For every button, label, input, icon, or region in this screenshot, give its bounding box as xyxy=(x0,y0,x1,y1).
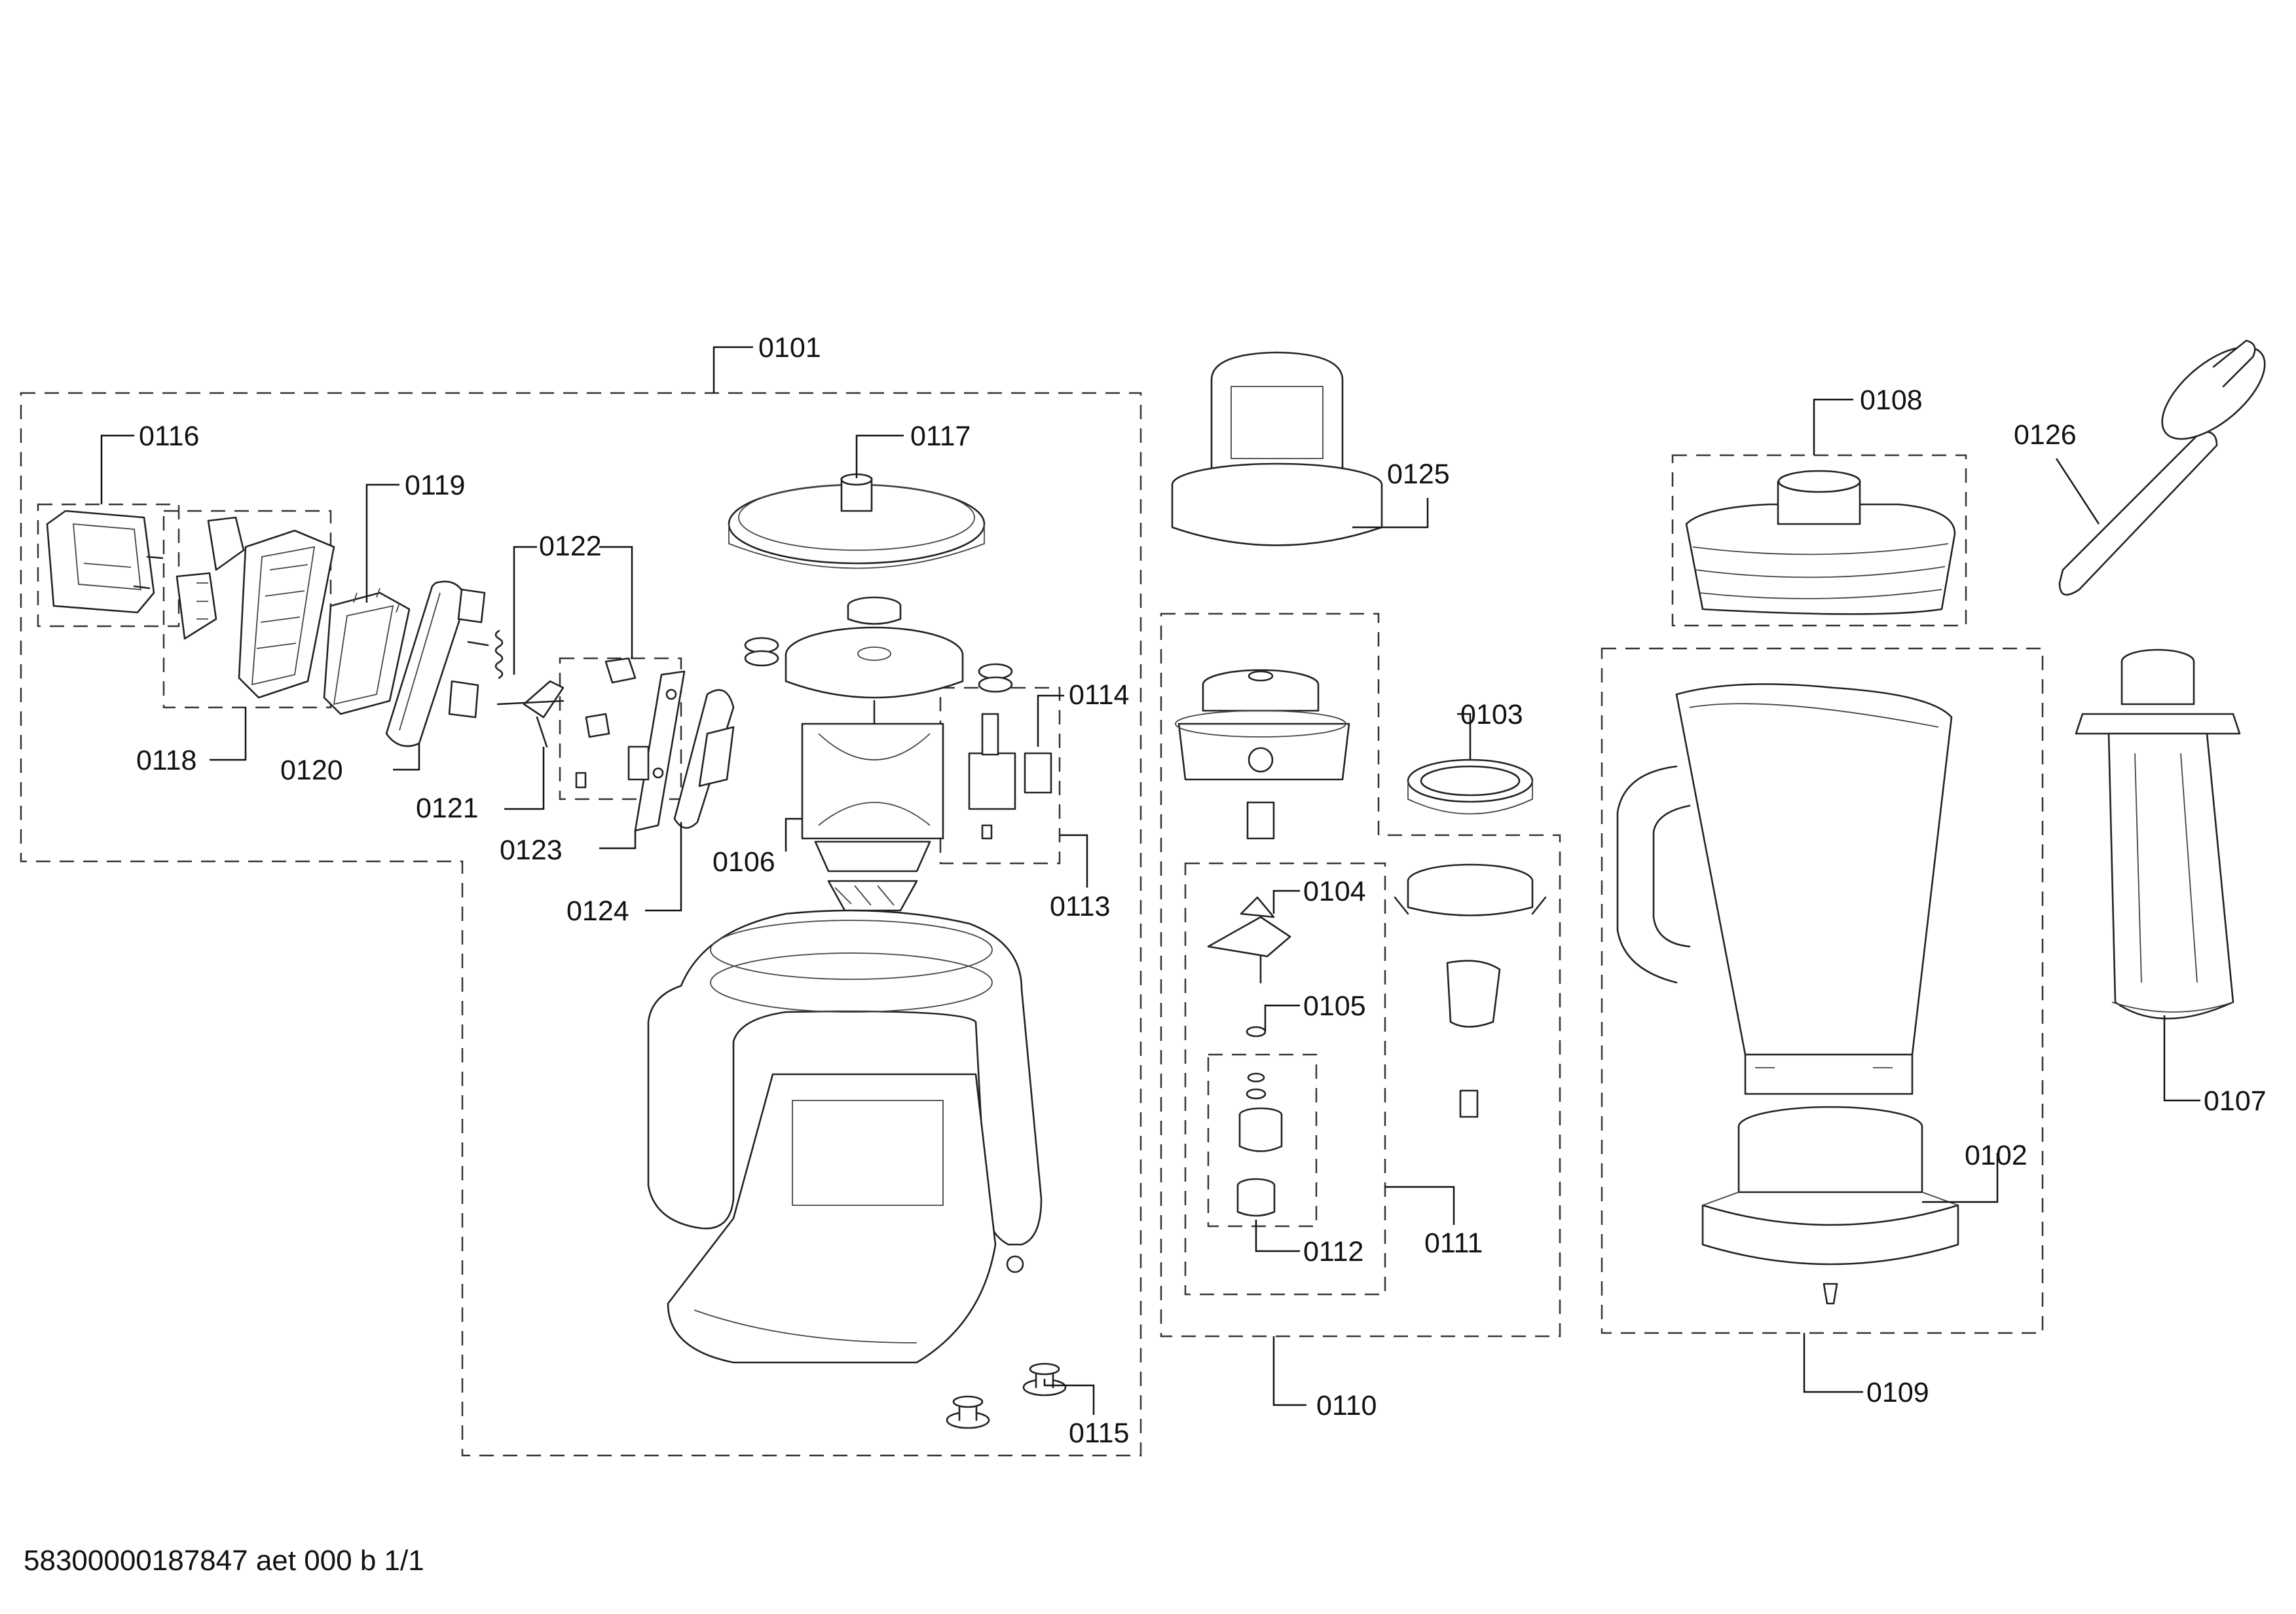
callout-0105: 0105 xyxy=(1303,990,1366,1022)
leader-0114 xyxy=(1037,694,1064,747)
leader-0121 xyxy=(504,546,545,810)
leader-0122 xyxy=(599,546,633,658)
callout-0101: 0101 xyxy=(758,332,821,364)
part-knob-housing-0124 xyxy=(673,689,735,829)
part-motor-top-cover-0117 xyxy=(728,473,986,625)
group-boundary-0112 xyxy=(1207,1053,1318,1228)
leader-0125 xyxy=(1352,498,1429,529)
part-jar-lid-0108 xyxy=(1685,470,1956,615)
callout-0103: 0103 xyxy=(1460,699,1523,730)
part-grinder-0125 xyxy=(1171,351,1383,546)
leader-0109 xyxy=(1803,1333,1863,1393)
leader-0117 xyxy=(855,434,904,478)
callout-0108: 0108 xyxy=(1860,385,1923,416)
group-boundary-0116 xyxy=(37,503,180,628)
part-feet-0115 xyxy=(946,1362,1067,1429)
part-seal-ring-0103 xyxy=(1407,759,1534,815)
part-switch-block-0114 xyxy=(968,713,1052,840)
part-control-panel-0116 xyxy=(46,510,164,614)
group-boundary-0102 xyxy=(1601,647,2044,1334)
leader-0112 xyxy=(1255,1220,1300,1252)
part-spring-shaft-0121 xyxy=(494,629,565,748)
callout-0104: 0104 xyxy=(1303,876,1366,907)
callout-0117: 0117 xyxy=(910,421,971,452)
leader-0115 xyxy=(1043,1379,1095,1415)
callout-0112: 0112 xyxy=(1303,1236,1363,1267)
callout-0119: 0119 xyxy=(405,470,465,501)
callout-0125: 0125 xyxy=(1387,459,1450,490)
group-boundary-0108 xyxy=(1671,454,1967,627)
leader-0104 xyxy=(1272,890,1300,914)
group-boundary-0110 xyxy=(1160,612,1561,1338)
part-coupling-0111 xyxy=(1394,863,1547,1118)
callout-0102: 0102 xyxy=(1965,1140,2028,1171)
callout-0114: 0114 xyxy=(1069,679,1129,711)
part-front-bezel-0118 xyxy=(238,529,335,699)
document-id: 58300000187847 aet 000 b 1/1 xyxy=(24,1545,424,1577)
callout-0122: 0122 xyxy=(539,531,602,562)
part-cover-plate-0120 xyxy=(385,580,489,747)
callout-0120: 0120 xyxy=(280,755,343,786)
leader-0126 xyxy=(2055,458,2100,525)
leader-0113 xyxy=(1060,834,1088,888)
callout-0109: 0109 xyxy=(1866,1377,1929,1408)
leader-0108 xyxy=(1813,398,1853,455)
part-tamper-0126 xyxy=(2058,339,2266,596)
part-motor-mount xyxy=(744,626,1013,699)
leader-0119 xyxy=(365,483,399,603)
leader-0106 xyxy=(785,817,802,852)
part-bushing-0112 xyxy=(1236,1107,1283,1217)
part-blade-0104 xyxy=(1207,896,1291,984)
callout-0113: 0113 xyxy=(1050,891,1110,922)
leader-0105 xyxy=(1264,1004,1300,1032)
part-button-frame-0118 xyxy=(176,516,282,640)
leader-0101 xyxy=(713,346,753,393)
leader-0107 xyxy=(2163,1015,2200,1102)
callout-0110: 0110 xyxy=(1316,1390,1377,1421)
group-boundary-0122 xyxy=(559,657,682,800)
leader-0118 xyxy=(210,707,247,761)
leader-0110 xyxy=(1272,1336,1306,1406)
callout-0106: 0106 xyxy=(713,846,775,878)
part-jar-base-0109 xyxy=(1701,1106,1959,1305)
leader-0116 xyxy=(100,434,134,504)
leader-0102 xyxy=(1922,1153,1999,1203)
callout-0107: 0107 xyxy=(2204,1085,2267,1117)
part-pcb-holder-0119 xyxy=(323,588,411,715)
callout-0124: 0124 xyxy=(566,895,629,927)
part-filter-insert-0107 xyxy=(2075,648,2241,1020)
callout-0111: 0111 xyxy=(1424,1228,1483,1259)
callout-0115: 0115 xyxy=(1069,1417,1129,1449)
group-boundary-0111 xyxy=(1184,862,1386,1296)
callout-0121: 0121 xyxy=(416,793,479,824)
group-boundary-0101 xyxy=(20,392,1142,1457)
part-pcb-0123 xyxy=(627,670,686,832)
part-blade-assembly-0110 xyxy=(1175,669,1350,840)
callout-0123: 0123 xyxy=(500,835,563,866)
leader-0124 xyxy=(645,822,682,912)
leader-0111 xyxy=(1385,1186,1455,1225)
callout-0116: 0116 xyxy=(139,421,199,452)
callout-0118: 0118 xyxy=(136,745,196,776)
leader-0123 xyxy=(599,831,637,850)
part-blender-jar-0102 xyxy=(1616,683,1953,1095)
part-bearing-0105 xyxy=(1246,1026,1267,1100)
part-base-housing xyxy=(647,909,1043,1364)
leader-0120 xyxy=(393,743,420,771)
leader-0103 xyxy=(1457,713,1472,760)
callout-0126: 0126 xyxy=(2014,419,2077,451)
part-motor-0106 xyxy=(801,700,944,912)
part-switch-0122 xyxy=(575,657,637,789)
